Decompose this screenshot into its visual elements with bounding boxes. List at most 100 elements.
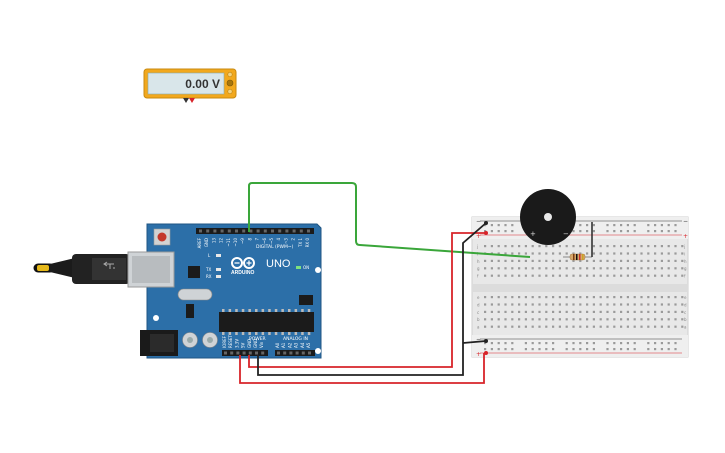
power-pin[interactable]: [236, 351, 240, 355]
digital-pin-label: 13: [211, 238, 216, 244]
piezo-buzzer[interactable]: + −: [520, 189, 576, 245]
digital-pin[interactable]: [263, 229, 267, 233]
row-letter: h: [477, 259, 480, 264]
row-letter: j: [683, 244, 685, 249]
analog-header: [275, 350, 315, 356]
power-pin[interactable]: [230, 351, 234, 355]
analog-pin-label: A5: [306, 342, 311, 348]
rail-plus-label: +: [476, 233, 481, 240]
analog-pin-label: A3: [294, 342, 299, 348]
row-letter: c: [477, 310, 479, 315]
multimeter[interactable]: 0.00 V: [143, 68, 237, 103]
led-tx-label: TX: [205, 267, 211, 272]
digital-header: [196, 228, 314, 234]
wire-black-gnd-top[interactable]: [257, 222, 487, 376]
row-letter: b: [477, 317, 480, 322]
digital-pin[interactable]: [242, 229, 246, 233]
analog-pin[interactable]: [295, 351, 299, 355]
analog-pin-label: A0: [275, 342, 280, 348]
led-on: [296, 266, 301, 269]
led-rx: [216, 275, 221, 278]
analog-pin[interactable]: [308, 351, 311, 355]
row-letter: i: [684, 251, 685, 256]
row-letter: e: [477, 295, 480, 300]
row-letter: g: [477, 266, 480, 271]
power-pin-label: RESET: [228, 335, 233, 348]
analog-pin[interactable]: [283, 351, 287, 355]
power-pin-label: 3.3V: [234, 339, 239, 348]
row-letter: h: [684, 259, 687, 264]
led-l-label: L: [208, 253, 211, 258]
mount-hole: [315, 267, 321, 273]
digital-pin[interactable]: [292, 229, 296, 233]
crystal-oscillator: [177, 288, 213, 301]
analog-pin[interactable]: [301, 351, 305, 355]
digital-pin[interactable]: [256, 229, 260, 233]
resistor[interactable]: [563, 253, 592, 261]
row-letter: d: [684, 302, 687, 307]
analog-pin[interactable]: [289, 351, 293, 355]
digital-pin[interactable]: [213, 229, 217, 233]
multimeter-reading: 0.00 V: [185, 77, 220, 91]
digital-pin-label: TX 1: [298, 238, 303, 248]
row-letter: f: [684, 274, 686, 279]
led-rx-label: RX: [206, 274, 212, 279]
digital-pin[interactable]: [307, 229, 310, 233]
digital-pin[interactable]: [220, 229, 224, 233]
power-pin[interactable]: [242, 351, 246, 355]
chip-pins: [222, 309, 311, 335]
multimeter-probe-red[interactable]: [189, 98, 195, 103]
digital-section-label: DIGITAL (PWM~): [256, 244, 294, 250]
multimeter-mode-knob[interactable]: [227, 72, 233, 77]
digital-pin[interactable]: [235, 229, 238, 233]
led-l: [216, 254, 221, 257]
row-letter: g: [684, 266, 687, 271]
digital-pin[interactable]: [285, 229, 289, 233]
multimeter-display: [147, 72, 225, 95]
power-pin[interactable]: [224, 351, 227, 355]
led-on-label: ON: [303, 265, 309, 270]
power-pin-label: GND: [247, 339, 252, 348]
wire-red-5v-top[interactable]: [248, 232, 486, 368]
digital-pin[interactable]: [227, 229, 231, 233]
digital-pin[interactable]: [278, 229, 282, 233]
digital-pin-label: ~5: [269, 238, 274, 244]
analog-section-label: ANALOG IN: [283, 336, 308, 342]
row-letter: c: [684, 310, 686, 315]
rail-plus-label-right: +: [683, 233, 688, 240]
arduino-model: UNO: [266, 258, 291, 270]
row-letter: e: [684, 295, 687, 300]
multimeter-mode-knob-2[interactable]: [227, 89, 233, 94]
reset-button-cap[interactable]: [157, 232, 167, 242]
digital-pin[interactable]: [206, 229, 210, 233]
usb-chip: [188, 266, 200, 278]
power-pin[interactable]: [248, 351, 252, 355]
rail-minus-label-bottom: −: [476, 336, 481, 343]
rail-plus-label-bottom: +: [476, 351, 481, 358]
digital-pin-label: RX 0: [305, 238, 310, 248]
power-pin[interactable]: [255, 351, 258, 355]
led-tx: [216, 268, 221, 271]
analog-pin-label: A2: [287, 342, 292, 348]
analog-pin-label: A1: [281, 342, 286, 348]
multimeter-probe-black[interactable]: [183, 98, 189, 103]
wires[interactable]: [239, 182, 593, 384]
digital-pin-label: ~9: [240, 238, 245, 244]
usb-cable[interactable]: [33, 254, 130, 284]
breadboard-holes[interactable]: [484, 224, 684, 351]
analog-pin[interactable]: [277, 351, 280, 355]
wire-black-gnd-bottom[interactable]: [462, 340, 487, 344]
rail-minus-label-right: −: [683, 218, 688, 225]
digital-pin[interactable]: [199, 229, 202, 233]
wire-red-5v-bottom[interactable]: [239, 353, 485, 384]
digital-pin[interactable]: [299, 229, 303, 233]
power-pin[interactable]: [261, 351, 265, 355]
digital-pin[interactable]: [271, 229, 274, 233]
usb-cable-end: [37, 265, 49, 271]
multimeter-dial[interactable]: [226, 79, 234, 87]
digital-pin[interactable]: [249, 229, 253, 233]
wire-green-signal[interactable]: [248, 182, 531, 258]
